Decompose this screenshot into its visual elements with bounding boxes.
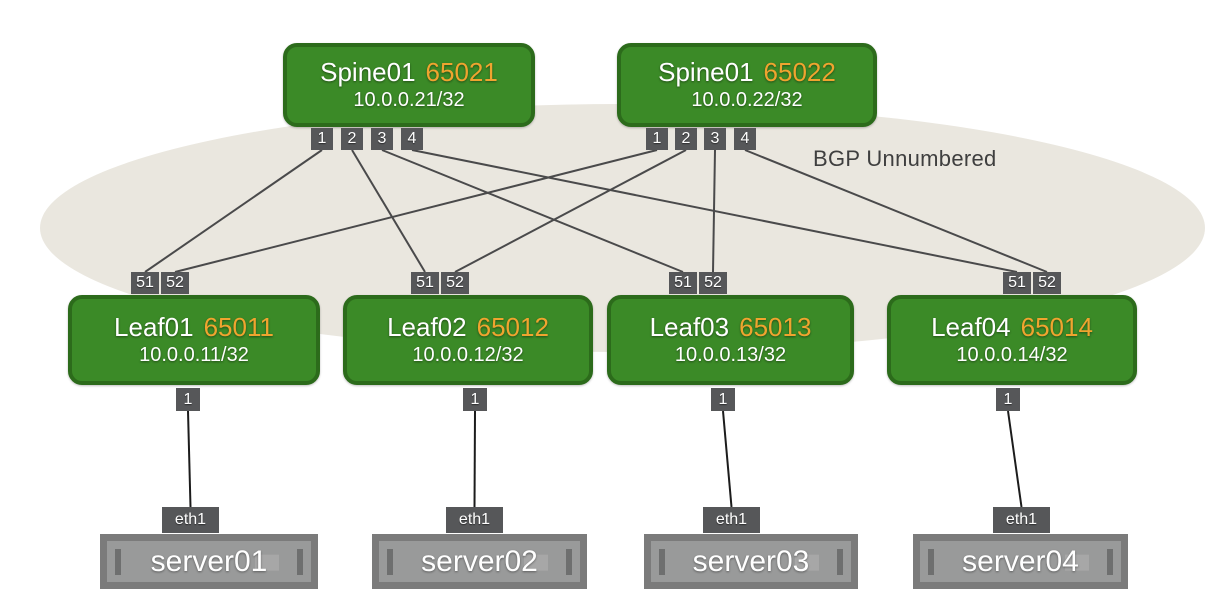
leaf-1-port-51: 51 bbox=[131, 272, 159, 294]
server-3-bay-icon bbox=[795, 554, 819, 571]
link-leaf-4-port-1-to-server-4-eth1 bbox=[1007, 410, 1023, 508]
server-2-bay-icon bbox=[524, 554, 548, 571]
spine-2-port-1: 1 bbox=[646, 128, 668, 150]
server-4-eth1: eth1 bbox=[993, 507, 1050, 533]
spine-1-node: Spine01 65021 10.0.0.21/32 bbox=[283, 43, 535, 127]
server-2-eth1: eth1 bbox=[446, 507, 503, 533]
server-4-name-label: server04 bbox=[962, 544, 1079, 578]
spine-2-ip-label: 10.0.0.22/32 bbox=[691, 88, 803, 111]
leaf-1-title: Leaf01 65011 bbox=[114, 313, 274, 342]
spine-1-title: Spine01 65021 bbox=[320, 58, 498, 87]
leaf-2-node: Leaf02 65012 10.0.0.12/32 bbox=[343, 295, 593, 385]
bgp-unnumbered-label: BGP Unnumbered bbox=[813, 146, 997, 171]
server-4-node: server04 bbox=[913, 534, 1128, 589]
leaf-3-port-51: 51 bbox=[669, 272, 697, 294]
leaf-2-title: Leaf02 65012 bbox=[387, 313, 549, 342]
spine-2-title: Spine01 65022 bbox=[658, 58, 836, 87]
spine-2-asn-label: 65022 bbox=[763, 57, 836, 88]
server-3-node: server03 bbox=[644, 534, 858, 589]
leaf-4-port-1: 1 bbox=[996, 388, 1020, 411]
server-2-right-rail-icon bbox=[566, 548, 572, 575]
server-3-right-rail-icon bbox=[837, 548, 843, 575]
spine-1-name-label: Spine01 bbox=[320, 57, 416, 88]
leaf-4-port-51: 51 bbox=[1003, 272, 1031, 294]
spine-2-port-2: 2 bbox=[675, 128, 697, 150]
link-spine-2-port-3-to-leaf-3-port-52 bbox=[712, 149, 716, 273]
leaf-2-port-1: 1 bbox=[463, 388, 487, 411]
leaf-3-ip-label: 10.0.0.13/32 bbox=[674, 343, 787, 366]
leaf-3-node: Leaf03 65013 10.0.0.13/32 bbox=[607, 295, 854, 385]
leaf-3-port-1: 1 bbox=[711, 388, 735, 411]
leaf-4-asn-label: 65014 bbox=[1020, 312, 1093, 343]
server-1-name-label: server01 bbox=[150, 544, 268, 578]
link-leaf-2-port-1-to-server-2-eth1 bbox=[473, 410, 476, 508]
server-4-left-rail-icon bbox=[928, 548, 934, 575]
leaf-1-ip-label: 10.0.0.11/32 bbox=[139, 343, 249, 366]
spine-1-port-4: 4 bbox=[401, 128, 423, 150]
server-4-right-rail-icon bbox=[1107, 548, 1113, 575]
link-spine-1-port-3-to-leaf-3-port-51 bbox=[381, 149, 684, 273]
leaf-4-node: Leaf04 65014 10.0.0.14/32 bbox=[887, 295, 1137, 385]
spine-2-port-3: 3 bbox=[704, 128, 726, 150]
server-1-right-rail-icon bbox=[297, 548, 303, 575]
spine-1-asn-label: 65021 bbox=[425, 57, 498, 88]
spine-1-port-3: 3 bbox=[371, 128, 393, 150]
spine-1-port-1: 1 bbox=[311, 128, 333, 150]
leaf-3-name-label: Leaf03 bbox=[649, 312, 730, 343]
leaf-2-name-label: Leaf02 bbox=[387, 312, 467, 343]
leaf-4-port-52: 52 bbox=[1033, 272, 1061, 294]
leaf-1-asn-label: 65011 bbox=[203, 312, 274, 343]
link-leaf-1-port-1-to-server-1-eth1 bbox=[187, 410, 192, 508]
leaf-4-title: Leaf04 65014 bbox=[931, 313, 1093, 342]
leaf-3-port-52: 52 bbox=[699, 272, 727, 294]
spine-1-port-2: 2 bbox=[341, 128, 363, 150]
server-2-left-rail-icon bbox=[387, 548, 393, 575]
spine-2-port-4: 4 bbox=[734, 128, 756, 150]
server-4-bay-icon bbox=[1065, 554, 1089, 571]
link-spine-2-port-4-to-leaf-4-port-52 bbox=[744, 149, 1048, 273]
leaf-1-name-label: Leaf01 bbox=[114, 312, 194, 343]
leaf-1-port-52: 52 bbox=[161, 272, 189, 294]
server-3-eth1: eth1 bbox=[703, 507, 760, 533]
leaf-4-ip-label: 10.0.0.14/32 bbox=[956, 343, 1068, 366]
server-1-eth1: eth1 bbox=[162, 507, 219, 533]
leaf-2-port-52: 52 bbox=[441, 272, 469, 294]
leaf-1-node: Leaf01 65011 10.0.0.11/32 bbox=[68, 295, 320, 385]
server-3-name-label: server03 bbox=[692, 544, 810, 578]
server-1-left-rail-icon bbox=[115, 548, 121, 575]
spine-2-node: Spine01 65022 10.0.0.22/32 bbox=[617, 43, 877, 127]
leaf-4-name-label: Leaf04 bbox=[931, 312, 1011, 343]
leaf-2-asn-label: 65012 bbox=[476, 312, 549, 343]
leaf-3-asn-label: 65013 bbox=[739, 312, 812, 343]
link-spine-1-port-2-to-leaf-2-port-51 bbox=[351, 149, 426, 273]
spine-2-name-label: Spine01 bbox=[658, 57, 754, 88]
server-2-name-label: server02 bbox=[421, 544, 538, 578]
server-2-node: server02 bbox=[372, 534, 587, 589]
leaf-2-ip-label: 10.0.0.12/32 bbox=[412, 343, 524, 366]
leaf-1-port-1: 1 bbox=[176, 388, 200, 411]
link-spine-2-port-2-to-leaf-2-port-52 bbox=[454, 149, 687, 273]
server-1-node: server01 bbox=[100, 534, 318, 589]
link-spine-2-port-1-to-leaf-1-port-52 bbox=[174, 149, 658, 273]
leaf-3-title: Leaf03 65013 bbox=[650, 313, 812, 342]
server-1-bay-icon bbox=[255, 554, 279, 571]
link-spine-1-port-1-to-leaf-1-port-51 bbox=[144, 149, 323, 273]
spine-1-ip-label: 10.0.0.21/32 bbox=[353, 88, 465, 111]
server-3-left-rail-icon bbox=[659, 548, 665, 575]
leaf-2-port-51: 51 bbox=[411, 272, 439, 294]
link-leaf-3-port-1-to-server-3-eth1 bbox=[722, 410, 733, 508]
